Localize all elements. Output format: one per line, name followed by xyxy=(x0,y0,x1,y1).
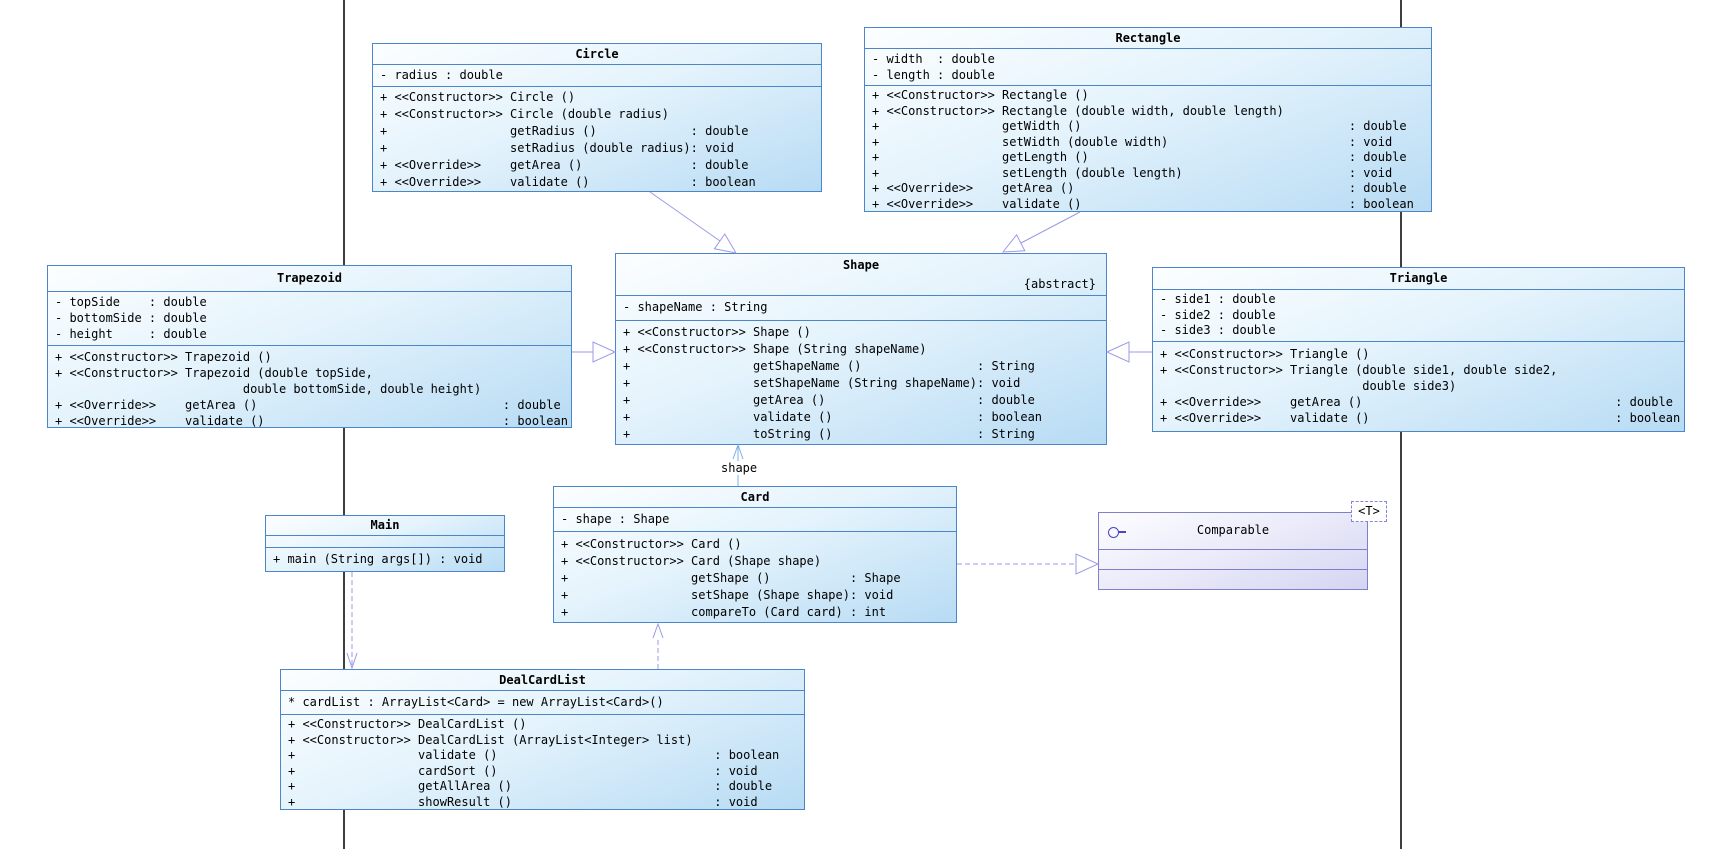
association-label-shape: shape xyxy=(718,461,761,475)
uml-method: + <<Constructor>> Rectangle (double widt… xyxy=(872,103,1284,118)
dependency-dealcardlist-card[interactable] xyxy=(652,622,664,669)
generalization-circle-shape[interactable] xyxy=(649,191,737,254)
uml-method: + <<Constructor>> Trapezoid (double topS… xyxy=(55,366,373,380)
class-title-shape: Shape xyxy=(842,258,880,272)
uml-attribute: - topSide : double xyxy=(55,295,207,309)
uml-method: + <<Constructor>> Card () xyxy=(561,537,742,551)
class-trapezoid[interactable]: Trapezoid - topSide : double - bottomSid… xyxy=(47,265,572,428)
class-title-triangle: Triangle xyxy=(1389,271,1448,285)
uml-method: + setWidth (double width) : void xyxy=(872,134,1393,149)
uml-method: + <<Override>> getArea () : double xyxy=(1160,395,1673,409)
uml-method: double bottomSide, double height) xyxy=(55,382,482,396)
generalization-triangle-shape[interactable] xyxy=(1105,341,1152,363)
uml-method: + <<Constructor>> Trapezoid () xyxy=(55,350,272,364)
class-title-card: Card xyxy=(740,490,770,504)
uml-method: + getShapeName () : String xyxy=(623,359,1035,373)
uml-method: + <<Constructor>> Triangle () xyxy=(1160,347,1370,361)
uml-attribute: - side3 : double xyxy=(1160,323,1276,337)
class-triangle[interactable]: Triangle - side1 : double - side2 : doub… xyxy=(1152,267,1685,432)
uml-method: + <<Constructor>> Shape () xyxy=(623,325,811,339)
class-circle[interactable]: Circle - radius : double + <<Constructor… xyxy=(372,43,822,192)
uml-method: + <<Override>> getArea () : double xyxy=(380,158,749,172)
uml-method: + <<Constructor>> Card (Shape shape) xyxy=(561,554,822,568)
class-shape[interactable]: Shape {abstract} - shapeName : String + … xyxy=(615,253,1107,445)
class-title-rectangle: Rectangle xyxy=(1115,31,1181,45)
uml-method: + <<Constructor>> Rectangle () xyxy=(872,88,1089,102)
uml-method: + setShapeName (String shapeName): void xyxy=(623,376,1021,390)
uml-attribute: - height : double xyxy=(55,327,207,341)
uml-attribute: - side1 : double xyxy=(1160,292,1276,306)
uml-method: + getLength () : double xyxy=(872,150,1407,164)
uml-method: + main (String args[]) : void xyxy=(273,552,483,566)
generalization-rectangle-shape[interactable] xyxy=(1001,211,1081,253)
uml-attribute: - width : double xyxy=(872,52,995,66)
dependency-main-dealcardlist[interactable] xyxy=(346,572,358,670)
uml-method: + <<Constructor>> Triangle (double side1… xyxy=(1160,363,1558,377)
uml-method: + <<Override>> getArea () : double xyxy=(872,181,1407,195)
uml-method: + <<Constructor>> Circle () xyxy=(380,90,576,104)
uml-method: + getShape () : Shape xyxy=(561,571,901,585)
uml-attribute: - length : double xyxy=(872,68,995,82)
interface-lollipop-icon xyxy=(1108,527,1126,538)
uml-method: + <<Override>> validate () : boolean xyxy=(55,414,568,427)
uml-attribute: - shapeName : String xyxy=(623,300,768,314)
uml-method: + <<Override>> validate () : boolean xyxy=(872,196,1414,211)
generalization-trapezoid-shape[interactable] xyxy=(572,341,617,363)
uml-method: + toString () : String xyxy=(623,427,1035,441)
class-rectangle[interactable]: Rectangle - width : double - length : do… xyxy=(864,27,1432,212)
uml-method: + validate () : boolean xyxy=(623,410,1043,424)
uml-attribute: - side2 : double xyxy=(1160,307,1276,322)
uml-method: + getWidth () : double xyxy=(872,119,1407,133)
uml-method: + getRadius () : double xyxy=(380,124,749,138)
uml-method: + setRadius (double radius): void xyxy=(380,141,735,155)
uml-method: + <<Constructor>> Circle (double radius) xyxy=(380,107,669,121)
interface-comparable[interactable]: Comparable xyxy=(1098,512,1368,590)
uml-method: + <<Override>> validate () : boolean xyxy=(380,175,756,189)
class-title-circle: Circle xyxy=(575,47,619,61)
uml-method: + <<Override>> getArea () : double xyxy=(55,398,561,412)
abstract-modifier: {abstract} xyxy=(1023,277,1096,291)
uml-method: + showResult () : void xyxy=(288,794,758,809)
class-dealcardlist[interactable]: DealCardList * cardList : ArrayList<Card… xyxy=(280,669,805,810)
uml-method: + validate () : boolean xyxy=(288,748,780,762)
uml-attribute: - shape : Shape xyxy=(561,512,670,526)
class-title-trapezoid: Trapezoid xyxy=(276,271,343,285)
uml-method: + cardSort () : void xyxy=(288,763,758,778)
uml-method: + getArea () : double xyxy=(623,393,1035,407)
uml-method: + getAllArea () : double xyxy=(288,779,773,793)
class-main[interactable]: Main + main (String args[]) : void xyxy=(265,515,505,572)
uml-attribute: * cardList : ArrayList<Card> = new Array… xyxy=(288,695,664,709)
uml-method: + compareTo (Card card) : int xyxy=(561,605,887,619)
class-card[interactable]: Card - shape : Shape + <<Constructor>> C… xyxy=(553,486,957,623)
uml-method: + <<Constructor>> DealCardList () xyxy=(288,717,527,731)
uml-attribute: - bottomSide : double xyxy=(55,311,207,325)
uml-method: + setLength (double length) : void xyxy=(872,165,1393,180)
template-parameter-tag: <T> xyxy=(1351,501,1387,522)
class-title-comparable: Comparable xyxy=(1196,523,1270,537)
uml-method: + setShape (Shape shape): void xyxy=(561,588,894,602)
realization-card-comparable[interactable] xyxy=(957,553,1100,575)
uml-attribute: - radius : double xyxy=(380,68,503,82)
class-title-main: Main xyxy=(370,518,400,532)
uml-method: + <<Constructor>> DealCardList (ArrayLis… xyxy=(288,732,693,747)
class-title-dealcardlist: DealCardList xyxy=(499,673,586,687)
uml-method: + <<Constructor>> Shape (String shapeNam… xyxy=(623,342,927,356)
uml-method: double side3) xyxy=(1160,379,1457,393)
uml-method: + <<Override>> validate () : boolean xyxy=(1160,411,1681,425)
